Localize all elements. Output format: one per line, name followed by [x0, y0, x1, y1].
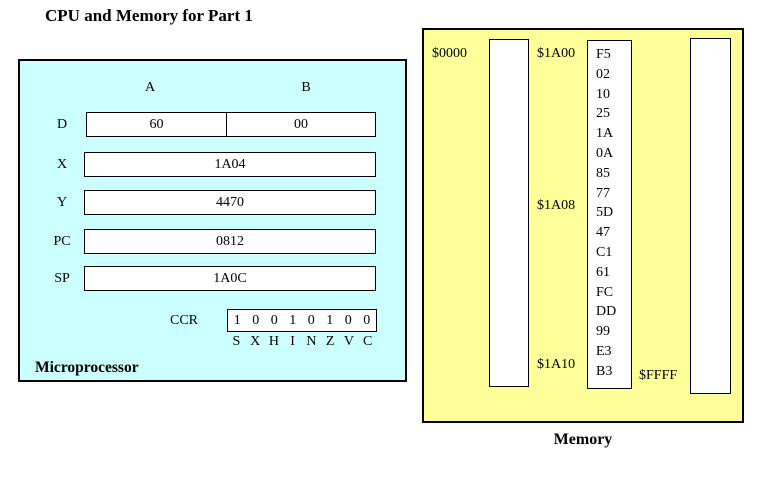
mem-cell: 10: [596, 86, 610, 102]
memory-panel: $0000 $1A00 $1A08 $1A10 F5 02 10 25 1A 0A 85 77…: [422, 28, 744, 423]
address-label-1a08: $1A08: [537, 198, 576, 213]
register-d-value-a: 60: [87, 113, 228, 136]
ccr-bit: 1: [289, 313, 297, 328]
register-x-value: 1A04: [84, 152, 376, 177]
register-row-d: D 60 00: [20, 112, 405, 137]
register-y-value: 4470: [84, 190, 376, 215]
address-label-0000: $0000: [432, 46, 467, 61]
ccr-flag: Z: [325, 334, 335, 349]
mem-cell: 85: [596, 165, 610, 181]
mem-cell: B3: [596, 363, 613, 379]
address-label-ffff: $FFFF: [639, 368, 678, 383]
register-pc-label: PC: [53, 234, 71, 249]
mem-cell: DD: [596, 304, 617, 320]
ccr-bit: 0: [270, 313, 278, 328]
mem-cell: F5: [596, 47, 611, 62]
mem-cell: E3: [596, 343, 612, 359]
accumulator-a-header: A: [144, 80, 156, 95]
register-y-label: Y: [56, 195, 68, 210]
accumulator-b-header: B: [301, 80, 311, 95]
mem-cell: C1: [596, 244, 613, 260]
register-x-label: X: [56, 157, 68, 172]
mem-cell: 77: [596, 185, 610, 201]
register-d-label: D: [56, 117, 68, 132]
ccr-flag: V: [343, 334, 354, 349]
ccr-bit: 1: [326, 313, 334, 328]
ccr-bit: 1: [233, 313, 241, 328]
address-label-1a10: $1A10: [537, 357, 576, 372]
memory-column-high: [690, 38, 731, 394]
register-row-x: X 1A04: [20, 152, 405, 177]
ccr-flag: S: [232, 334, 241, 349]
ccr-flag: N: [306, 334, 317, 349]
register-d-value-b: 00: [294, 117, 309, 132]
memory-caption: Memory: [553, 431, 613, 448]
mem-cell: FC: [596, 284, 614, 300]
mem-cell: 25: [596, 106, 610, 122]
ccr-flag: I: [290, 334, 295, 349]
register-d-box: 60 00: [86, 112, 376, 137]
ccr-bit: 0: [307, 313, 315, 328]
mem-cell: 02: [596, 66, 610, 82]
ccr-flag: C: [362, 334, 373, 349]
address-label-1a00: $1A00: [537, 46, 576, 61]
mem-cell: 1A: [596, 126, 614, 142]
register-sp-label: SP: [54, 271, 70, 286]
register-sp-value: 1A0C: [84, 266, 376, 291]
microprocessor-caption: Microprocessor: [35, 359, 139, 376]
ccr-label: CCR: [169, 313, 198, 328]
register-row-sp: SP 1A0C: [20, 266, 405, 291]
mem-cell: 61: [596, 264, 610, 280]
ccr-flag: X: [250, 334, 261, 349]
ccr-flag: H: [268, 334, 279, 349]
mem-cell: 5D: [596, 205, 614, 221]
register-row-pc: PC 0812: [20, 229, 405, 254]
register-pc-value: 0812: [84, 229, 376, 254]
register-row-y: Y 4470: [20, 190, 405, 215]
page-title: CPU and Memory for Part 1: [45, 6, 253, 25]
ccr-bit: 0: [344, 313, 352, 328]
mem-cell: 99: [596, 324, 610, 340]
microprocessor-panel: A B D 60 00 X 1A04 Y 4470 PC 0812 SP 1A0…: [18, 59, 407, 382]
ccr-bit: 0: [363, 313, 371, 328]
mem-cell: 0A: [596, 145, 614, 161]
mem-cell: 47: [596, 225, 610, 241]
memory-column-low: [489, 39, 529, 387]
ccr-bit: 0: [252, 313, 260, 328]
